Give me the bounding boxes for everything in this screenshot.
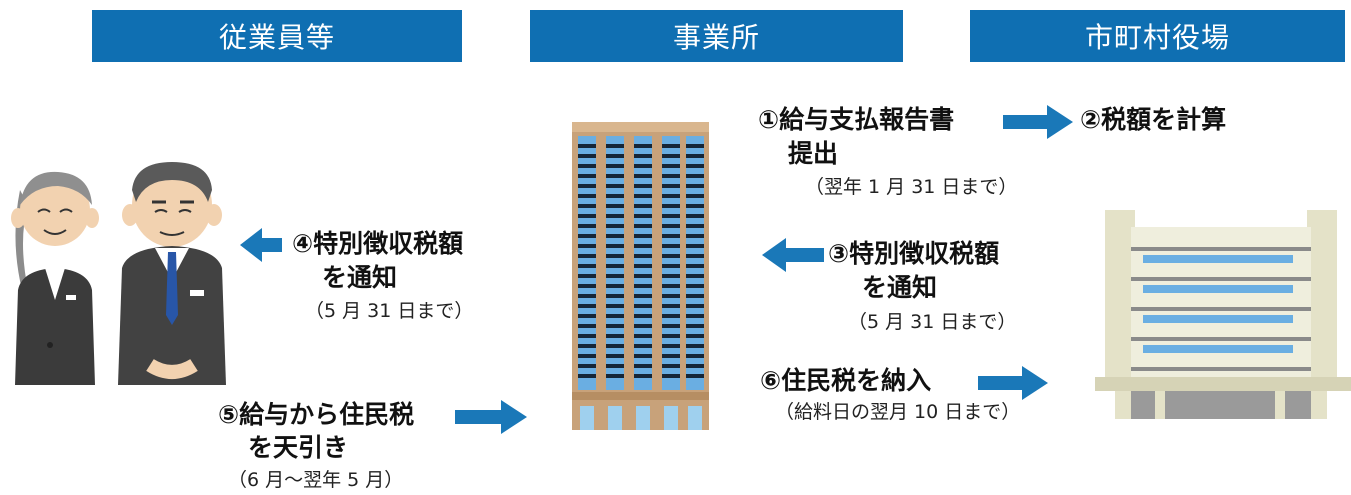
step3-label: ③特別徴収税額	[828, 239, 1000, 268]
step4-label: ④特別徴収税額	[292, 229, 464, 258]
arrow-left-3	[762, 238, 824, 272]
employees-illustration	[11, 162, 226, 385]
step5-label: ⑤給与から住民税	[218, 400, 415, 429]
arrow-right-1	[1003, 105, 1073, 139]
city-hall-floors	[1131, 247, 1311, 371]
arrow-right-5	[455, 400, 527, 434]
office-building-icon	[572, 122, 709, 430]
step4-label-line2: を通知	[322, 263, 398, 292]
step1-deadline: （翌年 1 月 31 日まで）	[805, 176, 1018, 198]
man-icon	[118, 162, 226, 385]
step6-label: ⑥住民税を納入	[760, 366, 932, 395]
arrow-left-4	[240, 228, 282, 262]
step6-deadline: （給料日の翌月 10 日まで）	[775, 401, 1021, 423]
step5-label-line2: を天引き	[248, 433, 349, 462]
woman-icon	[11, 171, 99, 385]
step3-label-line2: を通知	[862, 273, 938, 302]
step5-period: （6 月〜翌年 5 月）	[228, 469, 404, 491]
header-office: 事業所	[530, 10, 903, 62]
step1-label-line2: 提出	[788, 139, 839, 168]
step2-label: ②税額を計算	[1080, 105, 1227, 134]
header-municipality: 市町村役場	[970, 10, 1345, 62]
step4-deadline: （5 月 31 日まで）	[305, 300, 474, 322]
city-hall-icon	[1095, 210, 1351, 419]
step1-label: ①給与支払報告書	[758, 105, 955, 134]
header-employees: 従業員等	[92, 10, 462, 62]
step3-deadline: （5 月 31 日まで）	[848, 311, 1017, 333]
arrow-right-6	[978, 366, 1048, 400]
